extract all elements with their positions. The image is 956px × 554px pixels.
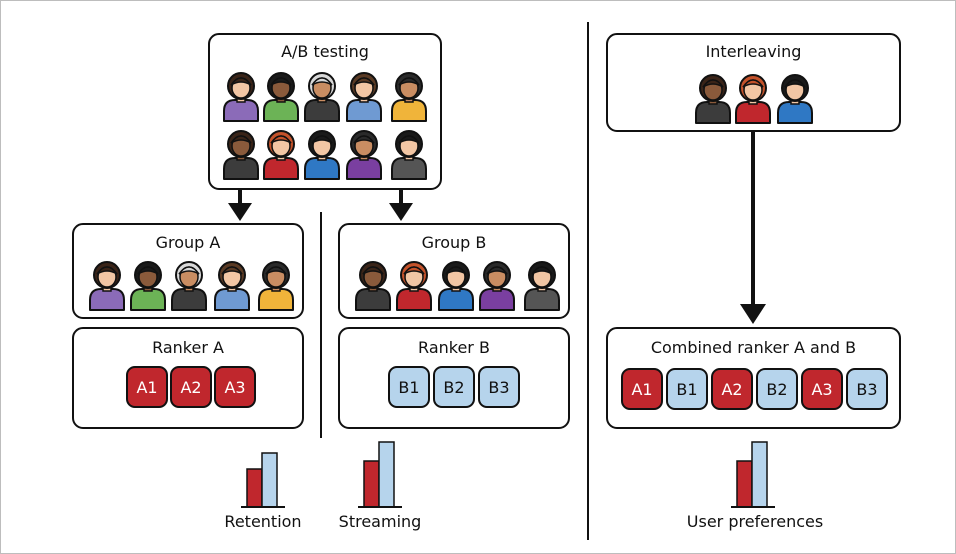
person-icon	[130, 261, 166, 311]
person-icon	[223, 72, 259, 122]
combined-ranker-item: A3	[801, 368, 843, 410]
combined-ranker-item: B3	[846, 368, 888, 410]
retention-bar-b	[261, 452, 278, 508]
group-b-title: Group B	[421, 233, 487, 252]
person-icon	[346, 130, 382, 180]
person-icon	[396, 261, 432, 311]
streaming-bar-a	[363, 460, 380, 508]
combined-ranker-item: B2	[756, 368, 798, 410]
person-icon	[263, 72, 299, 122]
people-avatars	[89, 72, 813, 311]
person-icon	[346, 72, 382, 122]
ranker-b-item: B2	[433, 366, 475, 408]
retention-label: Retention	[224, 512, 302, 531]
ranker-a-title: Ranker A	[152, 338, 224, 357]
person-icon	[214, 261, 250, 311]
arrow-to-combined-ranker	[740, 131, 766, 324]
person-icon	[695, 74, 731, 124]
person-icon	[355, 261, 391, 311]
user-preferences-bar-a	[736, 460, 753, 508]
person-icon	[391, 130, 427, 180]
streaming-label: Streaming	[338, 512, 422, 531]
arrow-to-group-a	[228, 189, 252, 221]
interleaving-title: Interleaving	[705, 42, 802, 61]
person-icon	[479, 261, 515, 311]
streaming-bar-b	[378, 441, 395, 508]
combined-ranker-item: A2	[711, 368, 753, 410]
user-preferences-label: User preferences	[686, 512, 824, 531]
person-icon	[735, 74, 771, 124]
user-preferences-chart	[731, 441, 775, 508]
person-icon	[171, 261, 207, 311]
group-a-title: Group A	[155, 233, 221, 252]
retention-bar-a	[246, 468, 263, 508]
person-icon	[438, 261, 474, 311]
ranker-a-item: A3	[214, 366, 256, 408]
combined-ranker-item: B1	[666, 368, 708, 410]
person-icon	[391, 72, 427, 122]
person-icon	[524, 261, 560, 311]
person-icon	[777, 74, 813, 124]
person-icon	[304, 130, 340, 180]
ranker-a-item: A2	[170, 366, 212, 408]
retention-chart	[241, 452, 285, 508]
ranker-b-item: B1	[388, 366, 430, 408]
person-icon	[223, 130, 259, 180]
user-preferences-bar-b	[751, 441, 768, 508]
ranker-b-title: Ranker B	[418, 338, 490, 357]
ranker-b-item: B3	[478, 366, 520, 408]
person-icon	[304, 72, 340, 122]
person-icon	[89, 261, 125, 311]
combined-ranker-item: A1	[621, 368, 663, 410]
combined-ranker-title: Combined ranker A and B	[650, 338, 857, 357]
ab-testing-title: A/B testing	[281, 42, 369, 61]
streaming-chart	[358, 441, 402, 508]
person-icon	[258, 261, 294, 311]
arrow-to-group-b	[389, 189, 413, 221]
ranker-a-item: A1	[126, 366, 168, 408]
person-icon	[263, 130, 299, 180]
